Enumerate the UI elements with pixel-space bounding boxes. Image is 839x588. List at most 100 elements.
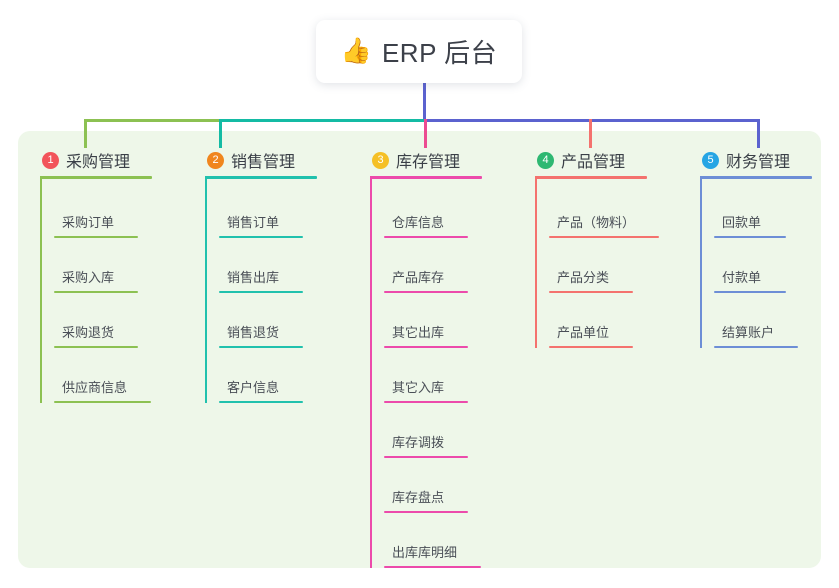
column-trunk-line bbox=[205, 176, 207, 403]
leaf-node-label: 付款单 bbox=[722, 270, 762, 285]
leaf-node-rule bbox=[384, 566, 481, 568]
column-header-rule bbox=[370, 176, 482, 179]
leaf-node[interactable]: 其它入库 bbox=[370, 357, 510, 403]
column-badge-icon: 2 bbox=[207, 151, 224, 169]
leaf-node[interactable]: 采购退货 bbox=[40, 302, 180, 348]
leaf-node-rule bbox=[384, 291, 468, 293]
leaf-node-label: 采购入库 bbox=[62, 270, 115, 285]
column-3: 3 库存管理仓库信息产品库存其它出库其它入库库存调拨库存盘点出库库明细 bbox=[370, 148, 520, 577]
column-title: 采购管理 bbox=[66, 154, 131, 171]
leaf-node[interactable]: 产品分类 bbox=[535, 247, 675, 293]
column-2: 2 销售管理销售订单销售出库销售退货客户信息 bbox=[205, 148, 355, 412]
leaf-node-rule bbox=[549, 291, 633, 293]
leaf-node-label: 回款单 bbox=[722, 215, 762, 230]
column-header-rule bbox=[700, 176, 812, 179]
leaf-node-rule bbox=[219, 236, 303, 238]
leaf-node[interactable]: 结算账户 bbox=[700, 302, 839, 348]
column-header-2[interactable]: 2 销售管理 bbox=[205, 148, 355, 172]
connector-drop-5 bbox=[757, 119, 760, 148]
column-header-3[interactable]: 3 库存管理 bbox=[370, 148, 520, 172]
diagram-panel bbox=[18, 131, 821, 568]
leaf-node[interactable]: 供应商信息 bbox=[40, 357, 180, 403]
leaf-node-rule bbox=[549, 236, 659, 238]
leaf-node[interactable]: 销售退货 bbox=[205, 302, 345, 348]
thumbs-up-icon: 👍 bbox=[340, 37, 372, 65]
column-header-rule bbox=[40, 176, 152, 179]
leaf-node[interactable]: 出库库明细 bbox=[370, 522, 510, 568]
connector-green-segment bbox=[84, 119, 219, 122]
leaf-node-label: 产品（物料） bbox=[557, 215, 636, 230]
root-node-card[interactable]: 👍 ERP 后台 bbox=[316, 20, 522, 83]
leaf-node-rule bbox=[54, 401, 151, 403]
column-header-4[interactable]: 4 产品管理 bbox=[535, 148, 685, 172]
leaf-node-label: 销售出库 bbox=[227, 270, 280, 285]
column-header-5[interactable]: 5 财务管理 bbox=[700, 148, 839, 172]
column-title: 销售管理 bbox=[231, 154, 296, 171]
leaf-node-label: 产品分类 bbox=[557, 270, 610, 285]
leaf-node-label: 库存盘点 bbox=[392, 490, 445, 505]
leaf-node-label: 产品库存 bbox=[392, 270, 445, 285]
column-1: 1 采购管理采购订单采购入库采购退货供应商信息 bbox=[40, 148, 190, 412]
leaf-node[interactable]: 销售订单 bbox=[205, 192, 345, 238]
connector-teal-segment bbox=[219, 119, 424, 122]
leaf-node[interactable]: 库存调拨 bbox=[370, 412, 510, 458]
leaf-node[interactable]: 采购订单 bbox=[40, 192, 180, 238]
leaf-node[interactable]: 客户信息 bbox=[205, 357, 345, 403]
connector-drop-1 bbox=[84, 119, 87, 148]
leaf-node-rule bbox=[384, 346, 468, 348]
leaf-node-label: 出库库明细 bbox=[392, 545, 458, 560]
column-trunk-line bbox=[700, 176, 702, 348]
column-trunk-line bbox=[40, 176, 42, 403]
leaf-node-rule bbox=[714, 291, 786, 293]
leaf-node[interactable]: 产品单位 bbox=[535, 302, 675, 348]
column-badge-icon: 4 bbox=[537, 151, 554, 169]
leaf-node-label: 销售订单 bbox=[227, 215, 280, 230]
leaf-node-label: 产品单位 bbox=[557, 325, 610, 340]
leaf-node-rule bbox=[54, 236, 138, 238]
leaf-node-label: 仓库信息 bbox=[392, 215, 445, 230]
page-title: ERP 后台 bbox=[381, 38, 498, 68]
column-badge-icon: 5 bbox=[702, 151, 719, 169]
connector-drop-3 bbox=[424, 119, 427, 148]
leaf-node-rule bbox=[54, 346, 138, 348]
leaf-node[interactable]: 库存盘点 bbox=[370, 467, 510, 513]
leaf-node-rule bbox=[714, 236, 786, 238]
leaf-node-label: 其它出库 bbox=[392, 325, 445, 340]
leaf-node-rule bbox=[219, 401, 303, 403]
leaf-node[interactable]: 其它出库 bbox=[370, 302, 510, 348]
leaf-node[interactable]: 产品库存 bbox=[370, 247, 510, 293]
leaf-node[interactable]: 回款单 bbox=[700, 192, 839, 238]
column-trunk-line bbox=[535, 176, 537, 348]
leaf-node[interactable]: 付款单 bbox=[700, 247, 839, 293]
column-header-rule bbox=[535, 176, 647, 179]
leaf-node-rule bbox=[549, 346, 633, 348]
root-trunk-connector bbox=[423, 83, 426, 122]
column-4: 4 产品管理产品（物料） 产品分类产品单位 bbox=[535, 148, 685, 357]
leaf-node-rule bbox=[384, 236, 468, 238]
leaf-node[interactable]: 仓库信息 bbox=[370, 192, 510, 238]
column-header-1[interactable]: 1 采购管理 bbox=[40, 148, 190, 172]
leaf-node[interactable]: 产品（物料） bbox=[535, 192, 675, 238]
leaf-node-rule bbox=[384, 511, 468, 513]
leaf-node-rule bbox=[54, 291, 138, 293]
column-5: 5 财务管理回款单付款单结算账户 bbox=[700, 148, 839, 357]
leaf-node-rule bbox=[384, 401, 468, 403]
leaf-node-label: 采购退货 bbox=[62, 325, 115, 340]
leaf-node-label: 客户信息 bbox=[227, 380, 280, 395]
column-title: 财务管理 bbox=[726, 154, 791, 171]
leaf-node-label: 其它入库 bbox=[392, 380, 445, 395]
column-title: 库存管理 bbox=[396, 154, 461, 171]
leaf-node-label: 结算账户 bbox=[722, 325, 775, 340]
column-badge-icon: 1 bbox=[42, 151, 59, 169]
column-title: 产品管理 bbox=[561, 154, 626, 171]
column-header-rule bbox=[205, 176, 317, 179]
column-trunk-line bbox=[370, 176, 372, 568]
leaf-node[interactable]: 销售出库 bbox=[205, 247, 345, 293]
leaf-node-label: 采购订单 bbox=[62, 215, 115, 230]
leaf-node-label: 库存调拨 bbox=[392, 435, 445, 450]
column-badge-icon: 3 bbox=[372, 151, 389, 169]
leaf-node[interactable]: 采购入库 bbox=[40, 247, 180, 293]
leaf-node-rule bbox=[219, 291, 303, 293]
leaf-node-label: 供应商信息 bbox=[62, 380, 128, 395]
